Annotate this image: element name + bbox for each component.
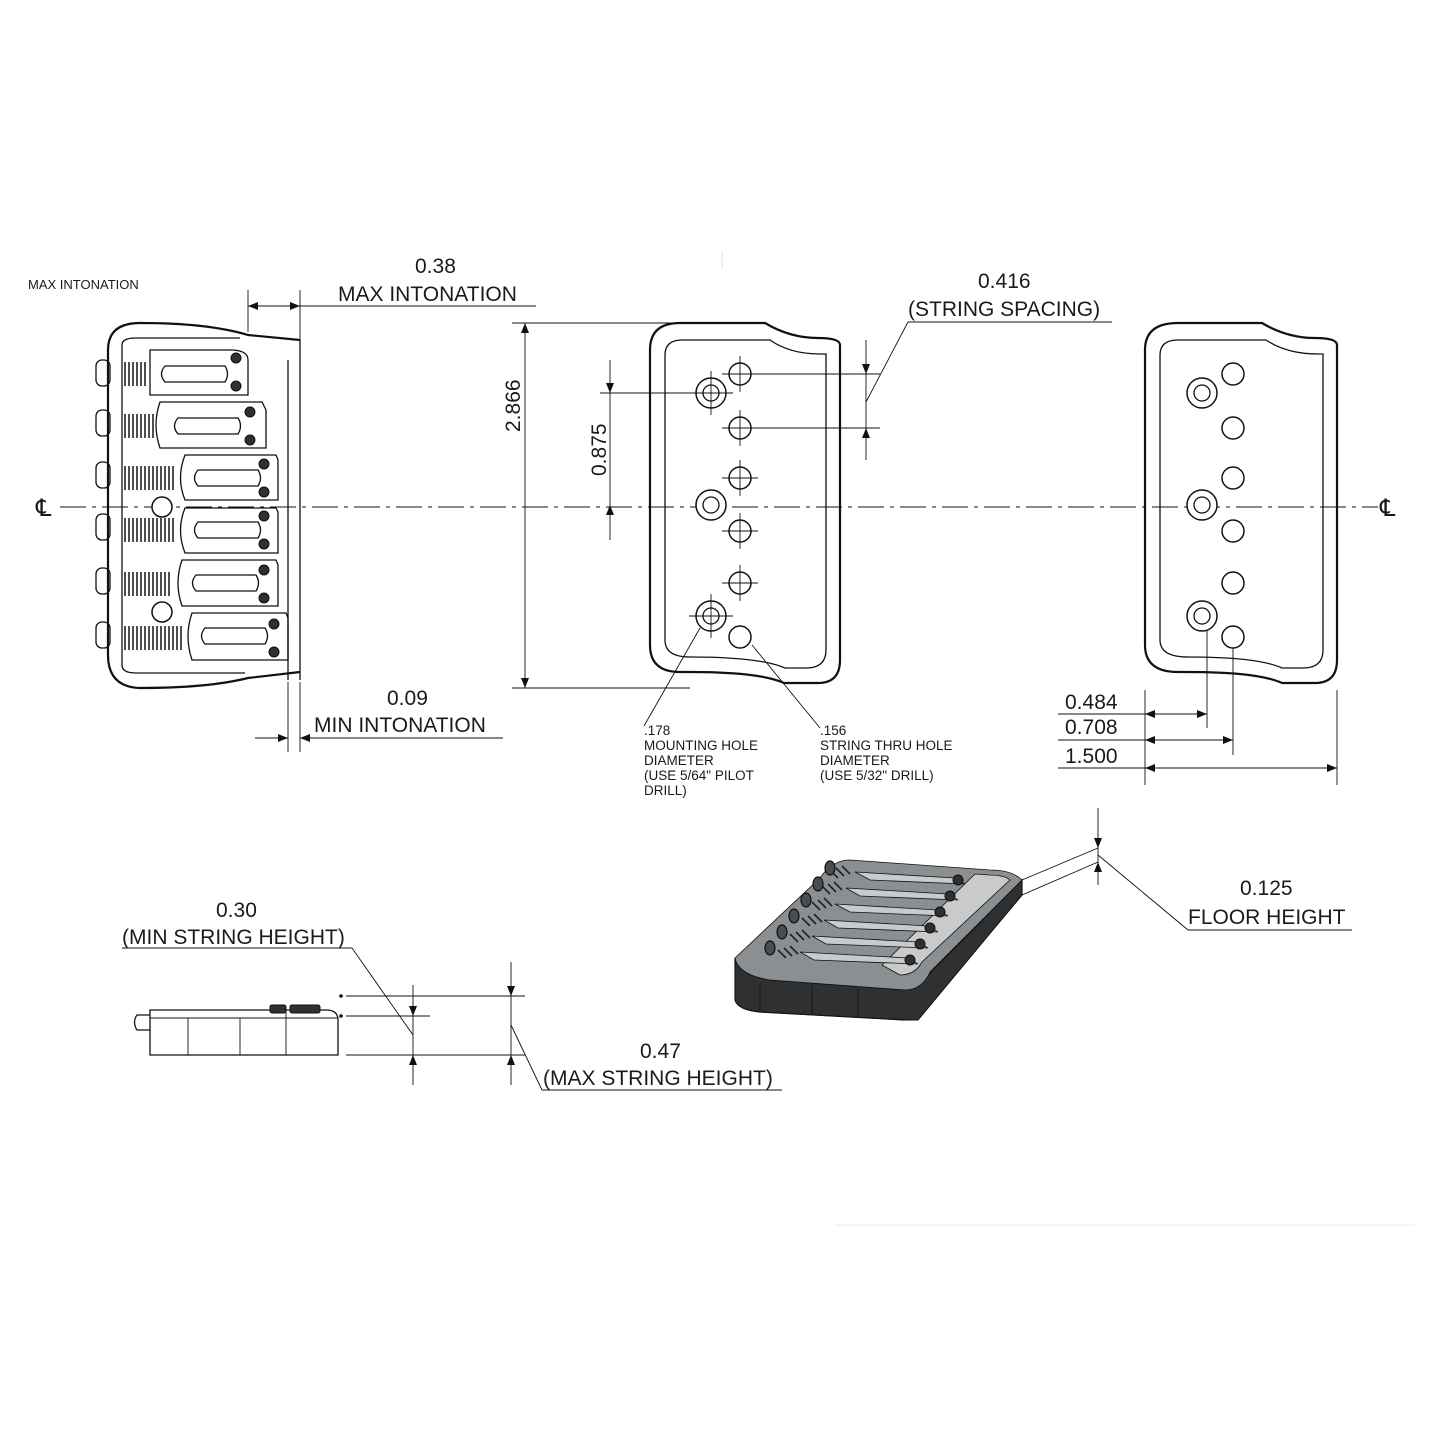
mounting-hole-top-view-lower (151, 601, 173, 623)
saddle-6 (124, 612, 289, 661)
dim-1500-value: 1.500 (1065, 745, 1118, 768)
max-intonation-value: 0.38 (415, 255, 456, 278)
dim-string-height: 0.30 (MIN STRING HEIGHT) 0.47 (MAX STRIN… (122, 899, 782, 1091)
string-thru-note-1: .156 (820, 723, 846, 738)
underside-view (1143, 321, 1339, 685)
dim-708-value: 0.708 (1065, 716, 1118, 739)
min-intonation-value: 0.09 (387, 687, 428, 710)
saddle-4 (124, 507, 279, 554)
mounting-hole-top-view (151, 496, 173, 518)
dim-min-intonation: 0.09 MIN INTONATION (255, 682, 503, 752)
dim-max-intonation: 0.38 MAX INTONATION (247, 255, 536, 340)
dim-string-spacing: 0.416 (STRING SPACING) (752, 270, 1112, 460)
centerline-symbol-right: ℄ (1379, 494, 1396, 522)
floor-height-label: FLOOR HEIGHT (1188, 906, 1346, 929)
corner-label: MAX INTONATION (28, 277, 139, 292)
saddle-2 (124, 401, 267, 449)
string-spacing-value: 0.416 (978, 270, 1031, 293)
dim-hole-spacing: 0.875 (588, 360, 690, 540)
saddle-5 (124, 559, 279, 607)
saddle-3 (124, 454, 279, 501)
max-string-height-value: 0.47 (640, 1040, 681, 1063)
baseplate-hole-view (648, 321, 842, 685)
side-view (133, 994, 343, 1056)
saddle-1 (124, 349, 249, 396)
mounting-hole-note-1: .178 (644, 723, 670, 738)
string-thru-note-2: STRING THRU HOLE (820, 738, 953, 753)
max-string-height-label: (MAX STRING HEIGHT) (543, 1067, 773, 1090)
centerline-symbol-left: ℄ (35, 494, 52, 522)
top-view-saddles (95, 321, 301, 690)
floor-height-value: 0.125 (1240, 877, 1293, 900)
string-thru-note-4: (USE 5/32" DRILL) (820, 768, 934, 783)
dim-width-stack: 0.484 0.708 1.500 (1058, 630, 1338, 785)
dim-overall-length: 2.866 (502, 322, 690, 689)
min-string-height-label: (MIN STRING HEIGHT) (122, 926, 345, 949)
mounting-hole-note-4: (USE 5/64" PILOT (644, 768, 754, 783)
hole-callouts: .178 MOUNTING HOLE DIAMETER (USE 5/64" P… (643, 627, 953, 798)
min-intonation-label: MIN INTONATION (314, 714, 486, 737)
hole-spacing-value: 0.875 (588, 423, 611, 476)
dim-floor-height: 0.125 FLOOR HEIGHT (1021, 808, 1352, 931)
string-spacing-label: (STRING SPACING) (908, 298, 1100, 321)
centerline: ℄ ℄ (35, 494, 1396, 522)
iso-saddles (777, 865, 966, 966)
mounting-hole-note-3: DIAMETER (644, 753, 714, 768)
iso-screw-heads (764, 860, 836, 956)
string-thru-note-3: DIAMETER (820, 753, 890, 768)
max-intonation-label: MAX INTONATION (338, 283, 517, 306)
dim-484-value: 0.484 (1065, 691, 1118, 714)
overall-length-value: 2.866 (502, 379, 525, 432)
min-string-height-value: 0.30 (216, 899, 257, 922)
mounting-hole-note-5: DRILL) (644, 783, 687, 798)
mounting-hole-note-2: MOUNTING HOLE (644, 738, 758, 753)
isometric-view (734, 859, 1023, 1021)
screw-heads (95, 359, 111, 649)
